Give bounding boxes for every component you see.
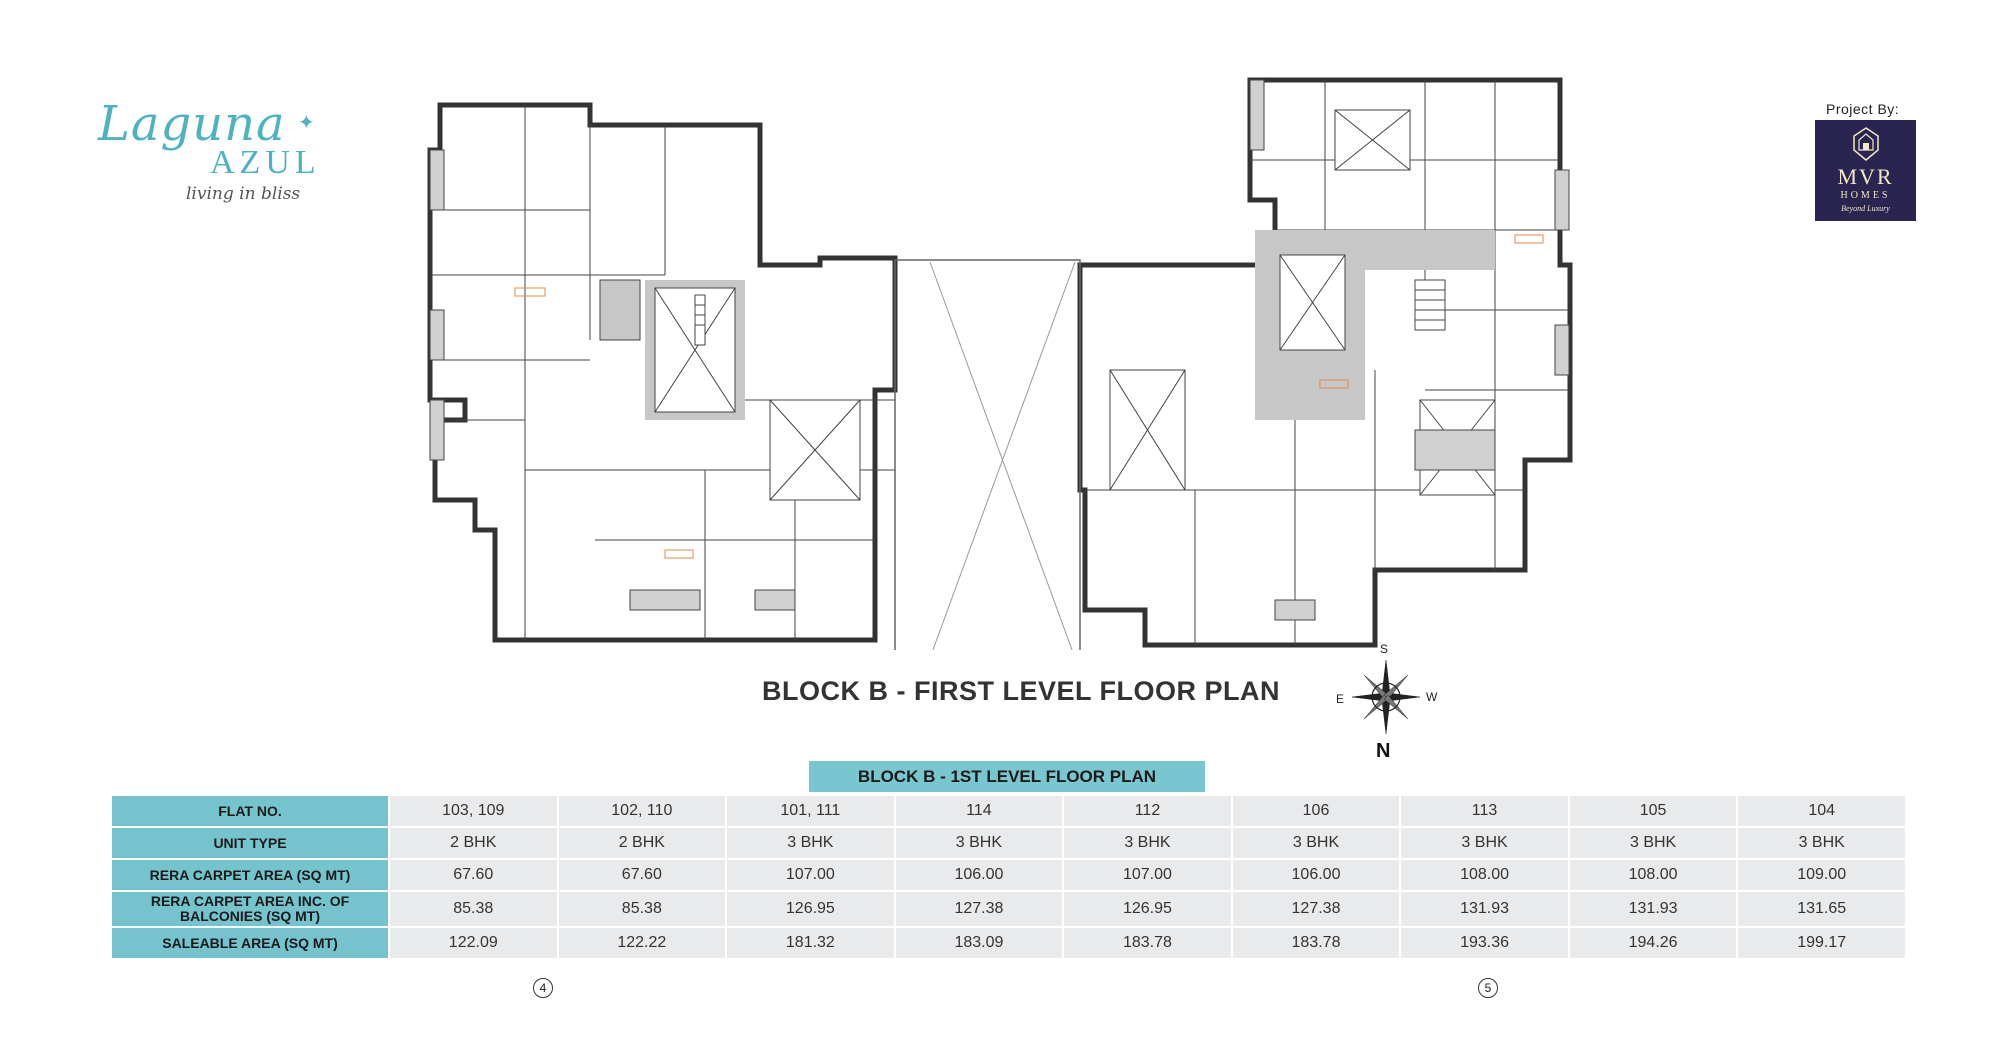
logo-tagline: living in bliss (186, 184, 301, 204)
table-cell: 183.78 (1232, 928, 1400, 958)
compass-south-label: S (1380, 642, 1389, 656)
row-label: RERA CARPET AREA INC. OF BALCONIES (SQ M… (112, 892, 388, 926)
floor-plan-drawing (427, 77, 1573, 650)
table-cell: 126.95 (1064, 892, 1231, 926)
table-cell: 107.00 (1064, 860, 1231, 890)
table-cell: 106 (1232, 796, 1400, 826)
table-cell: 131.65 (1738, 892, 1905, 926)
table-cell: 102, 110 (558, 796, 726, 826)
table-cell: 193.36 (1401, 928, 1568, 958)
table-cell: 3 BHK (1738, 828, 1905, 858)
table-cell: 85.38 (390, 892, 557, 926)
table-row: SALEABLE AREA (SQ MT) 122.09 122.22 181.… (112, 928, 1905, 958)
developer-tagline: Beyond Luxury (1841, 204, 1890, 213)
table-cell: 3 BHK (1401, 828, 1568, 858)
table-cell: 3 BHK (1232, 828, 1400, 858)
table-cell: 2 BHK (390, 828, 557, 858)
table-cell: 108.00 (1401, 860, 1568, 890)
table-row: UNIT TYPE 2 BHK 2 BHK 3 BHK 3 BHK 3 BHK … (112, 828, 1905, 858)
table-cell: 183.09 (895, 928, 1063, 958)
row-label: SALEABLE AREA (SQ MT) (112, 928, 388, 958)
table-cell: 103, 109 (390, 796, 557, 826)
marker-5: 5 (1478, 978, 1498, 998)
marker-4: 4 (533, 978, 553, 998)
compass-west-label: W (1426, 690, 1438, 704)
table-cell: 199.17 (1738, 928, 1905, 958)
laguna-azul-logo: Laguna ✦ AZUL living in bliss (98, 96, 318, 206)
compass-rose: S E W N (1336, 640, 1438, 762)
table-cell: 67.60 (390, 860, 557, 890)
row-label: FLAT NO. (112, 796, 388, 826)
table-cell: 108.00 (1569, 860, 1737, 890)
table-cell: 126.95 (727, 892, 894, 926)
table-row: RERA CARPET AREA (SQ MT) 67.60 67.60 107… (112, 860, 1905, 890)
table-cell: 107.00 (727, 860, 894, 890)
area-table-title: BLOCK B - 1ST LEVEL FLOOR PLAN (809, 761, 1205, 792)
table-cell: 101, 111 (727, 796, 894, 826)
table-cell: 85.38 (558, 892, 726, 926)
table-cell: 114 (895, 796, 1063, 826)
logo-script: Laguna (98, 96, 286, 152)
logo-star-icon: ✦ (298, 112, 315, 134)
table-cell: 127.38 (895, 892, 1063, 926)
house-emblem-icon (1853, 127, 1879, 161)
table-cell: 122.09 (390, 928, 557, 958)
table-cell: 67.60 (558, 860, 726, 890)
table-cell: 3 BHK (1569, 828, 1737, 858)
compass-north-label: N (1376, 740, 1391, 762)
table-cell: 127.38 (1232, 892, 1400, 926)
table-cell: 3 BHK (895, 828, 1063, 858)
table-cell: 194.26 (1569, 928, 1737, 958)
table-cell: 109.00 (1738, 860, 1905, 890)
table-cell: 183.78 (1064, 928, 1231, 958)
table-cell: 3 BHK (727, 828, 894, 858)
project-by-label: Project By: (1826, 101, 1900, 117)
table-cell: 104 (1738, 796, 1905, 826)
plan-title: BLOCK B - FIRST LEVEL FLOOR PLAN (762, 676, 1280, 706)
logo-name: AZUL (210, 144, 321, 181)
developer-sub: HOMES (1840, 190, 1891, 201)
mvr-homes-logo: MVR HOMES Beyond Luxury (1815, 120, 1916, 221)
table-cell: 2 BHK (558, 828, 726, 858)
table-cell: 106.00 (1232, 860, 1400, 890)
compass-east-label: E (1336, 692, 1345, 706)
table-cell: 122.22 (558, 928, 726, 958)
row-label: RERA CARPET AREA (SQ MT) (112, 860, 388, 890)
developer-name: MVR (1837, 164, 1894, 189)
table-cell: 3 BHK (1064, 828, 1231, 858)
table-row: FLAT NO. 103, 109 102, 110 101, 111 114 … (112, 796, 1905, 826)
table-cell: 181.32 (727, 928, 894, 958)
table-cell: 112 (1064, 796, 1231, 826)
table-cell: 106.00 (895, 860, 1063, 890)
table-cell: 113 (1401, 796, 1568, 826)
table-row: RERA CARPET AREA INC. OF BALCONIES (SQ M… (112, 892, 1905, 926)
compass-star-icon (1351, 659, 1421, 735)
area-statement-table: FLAT NO. 103, 109 102, 110 101, 111 114 … (110, 794, 1907, 960)
row-label: UNIT TYPE (112, 828, 388, 858)
table-cell: 105 (1569, 796, 1737, 826)
table-cell: 131.93 (1401, 892, 1568, 926)
table-cell: 131.93 (1569, 892, 1737, 926)
